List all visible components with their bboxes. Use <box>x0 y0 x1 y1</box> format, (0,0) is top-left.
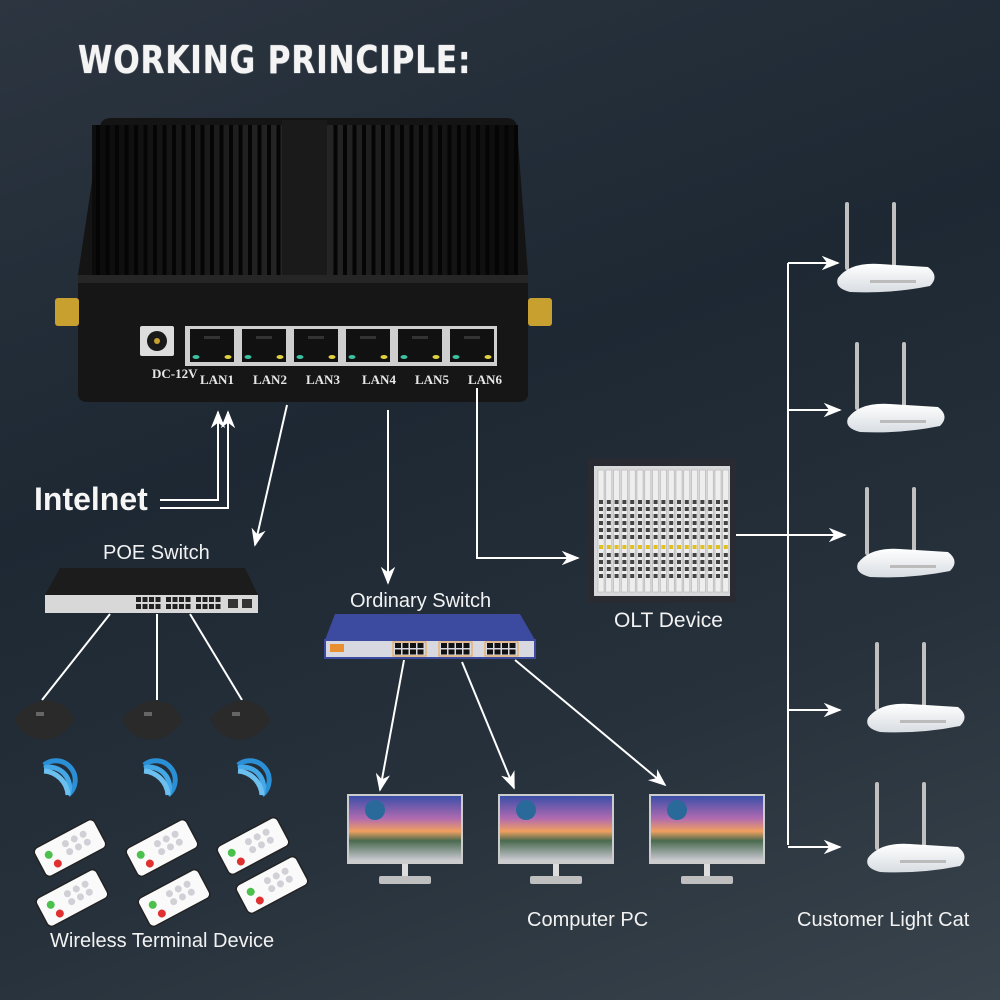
connection-lines <box>41 255 847 855</box>
port-label-lan2: LAN2 <box>253 372 287 387</box>
customer-light-cat-3 <box>857 487 955 578</box>
wireless-terminal-2 <box>125 818 199 878</box>
wireless-terminal-label: Wireless Terminal Device <box>50 930 275 952</box>
internet-label: Intelnet <box>34 481 148 517</box>
internet-link-out <box>160 410 236 509</box>
poe-to-ap1-link <box>41 613 111 701</box>
activity-led-icon <box>224 355 232 359</box>
rj45-port-2 <box>242 329 286 362</box>
link-led-icon <box>244 355 252 359</box>
antenna-icon <box>912 487 916 555</box>
antenna-icon <box>875 642 879 710</box>
activity-led-icon <box>276 355 284 359</box>
lan2-to-poe-link <box>251 404 288 547</box>
rj45-port-6 <box>450 329 494 362</box>
rj45-port-1 <box>190 329 234 362</box>
antenna-icon <box>922 782 926 850</box>
customer-light-cat-4 <box>867 642 965 733</box>
customer-light-cat-label: Customer Light Cat <box>797 909 970 931</box>
antenna-icon <box>875 782 879 850</box>
access-point-2 <box>122 700 182 740</box>
antenna-connector-left-icon <box>55 298 79 326</box>
activity-led-icon <box>484 355 492 359</box>
wireless-terminal-1 <box>33 818 107 878</box>
link-led-icon <box>296 355 304 359</box>
wireless-terminal-3 <box>216 816 290 876</box>
computer-monitor-1 <box>347 794 463 884</box>
poe-switch-device <box>45 568 258 613</box>
port-label-lan4: LAN4 <box>362 372 396 387</box>
antenna-connector-right-icon <box>528 298 552 326</box>
lan6-to-olt-link <box>476 388 580 566</box>
customer-light-cat-5 <box>867 782 965 873</box>
activity-led-icon <box>380 355 388 359</box>
computer-monitor-2 <box>498 794 614 884</box>
wifi-signal-icon <box>42 758 78 797</box>
switch-to-pc1-link <box>375 659 405 792</box>
olt-device-label: OLT Device <box>614 609 723 632</box>
access-point-3 <box>210 700 270 740</box>
port-label-lan1: LAN1 <box>200 372 234 387</box>
switch-to-pc2-link <box>461 661 515 790</box>
port-label-lan6: LAN6 <box>468 372 502 387</box>
link-led-icon <box>400 355 408 359</box>
customer-light-cat-1 <box>837 202 935 293</box>
olt-device <box>588 458 736 603</box>
antenna-icon <box>855 342 859 410</box>
switch-to-pc3-link <box>514 659 667 787</box>
link-led-icon <box>192 355 200 359</box>
wifi-signal-icon <box>142 758 178 797</box>
computer-pc-label: Computer PC <box>527 909 649 931</box>
wireless-terminal-6 <box>235 855 309 915</box>
port-label-lan5: LAN5 <box>415 372 449 387</box>
rj45-port-5 <box>398 329 442 362</box>
link-led-icon <box>452 355 460 359</box>
activity-led-icon <box>432 355 440 359</box>
wireless-terminal-5 <box>137 868 211 928</box>
rj45-port-3 <box>294 329 338 362</box>
antenna-icon <box>922 642 926 710</box>
customer-light-cat-2 <box>847 342 945 433</box>
power-label: DC-12V <box>152 366 198 381</box>
wireless-terminal-4 <box>35 868 109 928</box>
ordinary-switch-device <box>324 614 536 659</box>
antenna-icon <box>845 202 849 270</box>
antenna-icon <box>892 202 896 270</box>
poe-to-ap3-link <box>189 613 243 701</box>
page-title: WORKING PRINCIPLE: <box>78 38 472 82</box>
antenna-icon <box>902 342 906 410</box>
rj45-port-4 <box>346 329 390 362</box>
access-point-1 <box>14 700 74 740</box>
wifi-signal-icon <box>236 758 272 797</box>
ordinary-switch-label: Ordinary Switch <box>350 590 492 612</box>
internet-link-in <box>160 410 226 501</box>
antenna-icon <box>865 487 869 555</box>
computer-monitor-3 <box>649 794 765 884</box>
poe-switch-label: POE Switch <box>103 542 210 564</box>
mini-pc-device <box>55 118 552 402</box>
link-led-icon <box>348 355 356 359</box>
activity-led-icon <box>328 355 336 359</box>
port-label-lan3: LAN3 <box>306 372 340 387</box>
